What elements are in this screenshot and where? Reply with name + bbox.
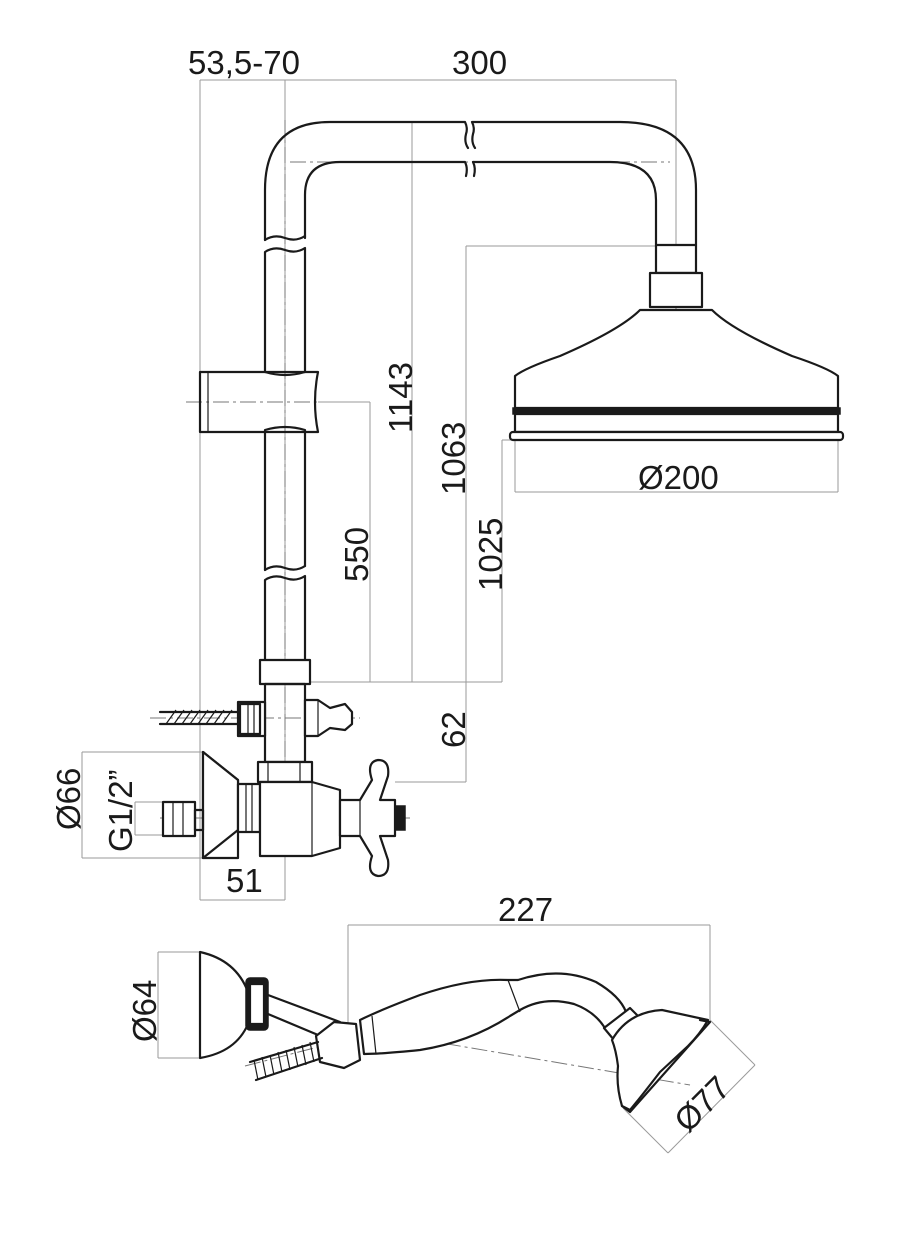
dim-holder-diameter: Ø64 bbox=[126, 980, 163, 1042]
wall-valve bbox=[161, 750, 406, 878]
dim-head-diameter: Ø200 bbox=[638, 459, 719, 496]
hand-shower-hose bbox=[248, 1020, 362, 1082]
dimension-labels: 53,5-70 300 1143 1063 1025 550 62 Ø200 Ø… bbox=[50, 44, 737, 1139]
riser-pipe bbox=[263, 120, 698, 662]
dim-head-height: 1063 bbox=[435, 422, 472, 495]
dim-flange-diameter: Ø66 bbox=[50, 768, 87, 830]
dim-thread: G1/2” bbox=[102, 769, 139, 852]
dim-overall-height: 1143 bbox=[382, 362, 419, 433]
hand-shower-holder bbox=[198, 950, 342, 1060]
dim-wall-offset: 53,5-70 bbox=[188, 44, 300, 81]
dim-inlet-to-diverter: 62 bbox=[435, 711, 472, 748]
dim-arm-length: 300 bbox=[452, 44, 507, 81]
center-lines bbox=[150, 120, 691, 1086]
shower-head bbox=[508, 243, 845, 442]
diverter-body bbox=[158, 658, 354, 764]
dim-handshower-length: 227 bbox=[498, 891, 553, 928]
hand-shower-head bbox=[610, 1008, 712, 1114]
dim-head-bottom-height: 1025 bbox=[472, 518, 509, 591]
dim-inlet-projection: 51 bbox=[226, 862, 263, 899]
dim-slider-height: 550 bbox=[338, 527, 375, 582]
slider-bracket bbox=[198, 370, 320, 434]
dim-handshower-diameter: Ø77 bbox=[667, 1069, 737, 1139]
lower-nut bbox=[256, 760, 314, 784]
hand-shower-handle bbox=[358, 972, 642, 1056]
